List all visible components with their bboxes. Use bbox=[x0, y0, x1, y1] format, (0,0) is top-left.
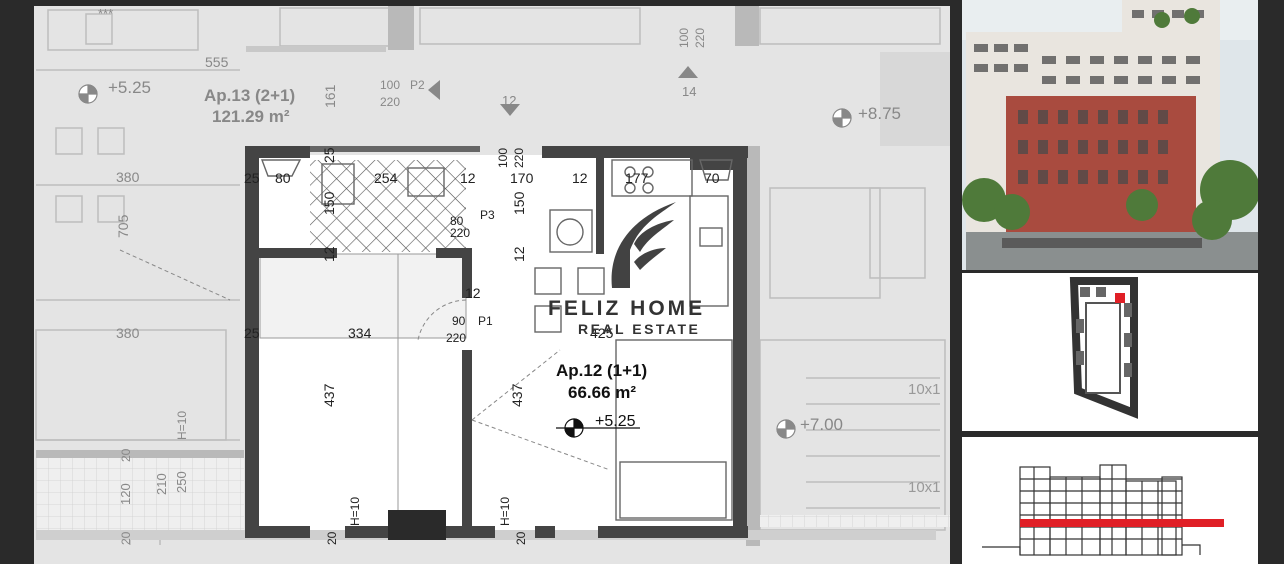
wall-20-1: 20 bbox=[325, 531, 339, 545]
dim-bedroom-height: 437 bbox=[321, 383, 337, 407]
bedroom-bed bbox=[259, 253, 467, 339]
door-p1-label: P1 bbox=[478, 314, 493, 328]
neighbor-level: +5.25 bbox=[108, 78, 151, 97]
dim-bedroom-width: 334 bbox=[348, 325, 372, 341]
window-h-3: H=10 bbox=[175, 411, 189, 440]
door-p1-width: 90 bbox=[452, 314, 466, 328]
door-p2-height: 220 bbox=[380, 95, 400, 109]
door-p2-width: 100 bbox=[380, 78, 400, 92]
brand-logo-icon bbox=[611, 202, 676, 288]
floor-plan-drawing: 25 80 254 12 170 12 177 70 25 334 425 12… bbox=[34, 6, 950, 564]
brand-tagline: REAL ESTATE bbox=[578, 321, 700, 337]
door-p2-label: P2 bbox=[410, 78, 425, 92]
key-plan-drawing bbox=[962, 273, 1258, 431]
kitchen-fixtures bbox=[260, 159, 733, 521]
door-swings bbox=[119, 249, 611, 471]
neighbor-unit-name: Ap.13 (2+1) bbox=[204, 86, 295, 105]
dim-top-8: 70 bbox=[704, 170, 720, 186]
door-p3-height: 220 bbox=[450, 226, 470, 240]
unit-level: +5.25 bbox=[595, 413, 636, 430]
building-section-drawing bbox=[962, 437, 1258, 564]
dim-top-5: 170 bbox=[510, 170, 534, 186]
dim-partition-3: 12 bbox=[465, 285, 481, 301]
dim-top-1: 25 bbox=[244, 170, 260, 186]
balcony-210: 210 bbox=[154, 473, 169, 495]
section-floor-highlight bbox=[1020, 519, 1224, 527]
corridor-220b: 220 bbox=[693, 28, 707, 48]
neighbor-unit-area: 121.29 m² bbox=[212, 107, 290, 126]
level-marker-neighbor bbox=[78, 84, 98, 104]
unit-area: 66.66 m² bbox=[568, 383, 636, 402]
bathroom-tiles bbox=[310, 160, 466, 252]
balcony-120: 120 bbox=[118, 483, 133, 505]
upper-level: +8.75 bbox=[858, 104, 901, 123]
dim-top-2: 80 bbox=[275, 170, 291, 186]
building-render-image bbox=[962, 0, 1258, 270]
floor-plan-panel: 25 80 254 12 170 12 177 70 25 334 425 12… bbox=[34, 6, 950, 564]
arrow-down-marker bbox=[500, 104, 520, 116]
balcony-left bbox=[36, 458, 244, 530]
dim-living-width: 425 bbox=[590, 325, 614, 341]
key-plan-panel bbox=[962, 273, 1258, 431]
brand-name: FELIZ HOME bbox=[548, 297, 705, 320]
dim-partition-2: 12 bbox=[511, 246, 527, 262]
dim-top-7: 177 bbox=[625, 170, 649, 186]
dim-neighbor-1: 555 bbox=[205, 54, 229, 70]
dim-neighbor-5: 161 bbox=[322, 84, 338, 108]
level-marker-unit bbox=[556, 418, 640, 438]
corridor-14: 14 bbox=[682, 84, 696, 99]
door-p3-label: P3 bbox=[480, 208, 495, 222]
stair-level: +7.00 bbox=[800, 415, 843, 434]
level-marker-upper bbox=[832, 108, 852, 128]
dim-vert-2: 150 bbox=[321, 191, 337, 215]
dim-top-4: 12 bbox=[460, 170, 476, 186]
wall-20-2: 20 bbox=[514, 531, 528, 545]
dim-vert-1: 25 bbox=[321, 147, 337, 163]
arrow-left-marker bbox=[428, 80, 440, 100]
stair-steps-1: 10x1 bbox=[908, 381, 941, 398]
dim-top-6: 12 bbox=[572, 170, 588, 186]
corridor-100b: 100 bbox=[677, 28, 691, 48]
dim-wall-left: 25 bbox=[244, 325, 260, 341]
corridor-220: 220 bbox=[512, 148, 526, 168]
wall-20-4: 20 bbox=[119, 531, 133, 545]
dim-living-height: 437 bbox=[509, 383, 525, 407]
dim-top-3: 254 bbox=[374, 170, 398, 186]
key-plan-highlight bbox=[1115, 293, 1125, 303]
window-h-1: H=10 bbox=[348, 497, 362, 526]
brand-logo bbox=[611, 202, 676, 288]
stair-steps-2: 10x1 bbox=[908, 479, 941, 496]
stars-marker: *** bbox=[98, 6, 113, 21]
dim-partition-1: 12 bbox=[321, 246, 337, 262]
level-marker-stair bbox=[776, 419, 796, 439]
dim-neighbor-4: 380 bbox=[116, 325, 140, 341]
arrow-up-marker bbox=[678, 66, 698, 78]
corridor-100: 100 bbox=[496, 148, 510, 168]
unit-walls bbox=[245, 146, 748, 540]
door-p3-width: 80 bbox=[450, 214, 464, 228]
dim-neighbor-2: 380 bbox=[116, 169, 140, 185]
window-h-2: H=10 bbox=[498, 497, 512, 526]
building-section-panel bbox=[962, 437, 1258, 564]
dim-neighbor-3: 705 bbox=[115, 214, 131, 238]
balcony-250: 250 bbox=[174, 471, 189, 493]
dim-vert-3: 150 bbox=[511, 191, 527, 215]
wall-20-3: 20 bbox=[119, 448, 133, 462]
building-render-panel bbox=[962, 0, 1258, 270]
door-p1-height: 220 bbox=[446, 331, 466, 345]
unit-name: Ap.12 (1+1) bbox=[556, 361, 647, 380]
